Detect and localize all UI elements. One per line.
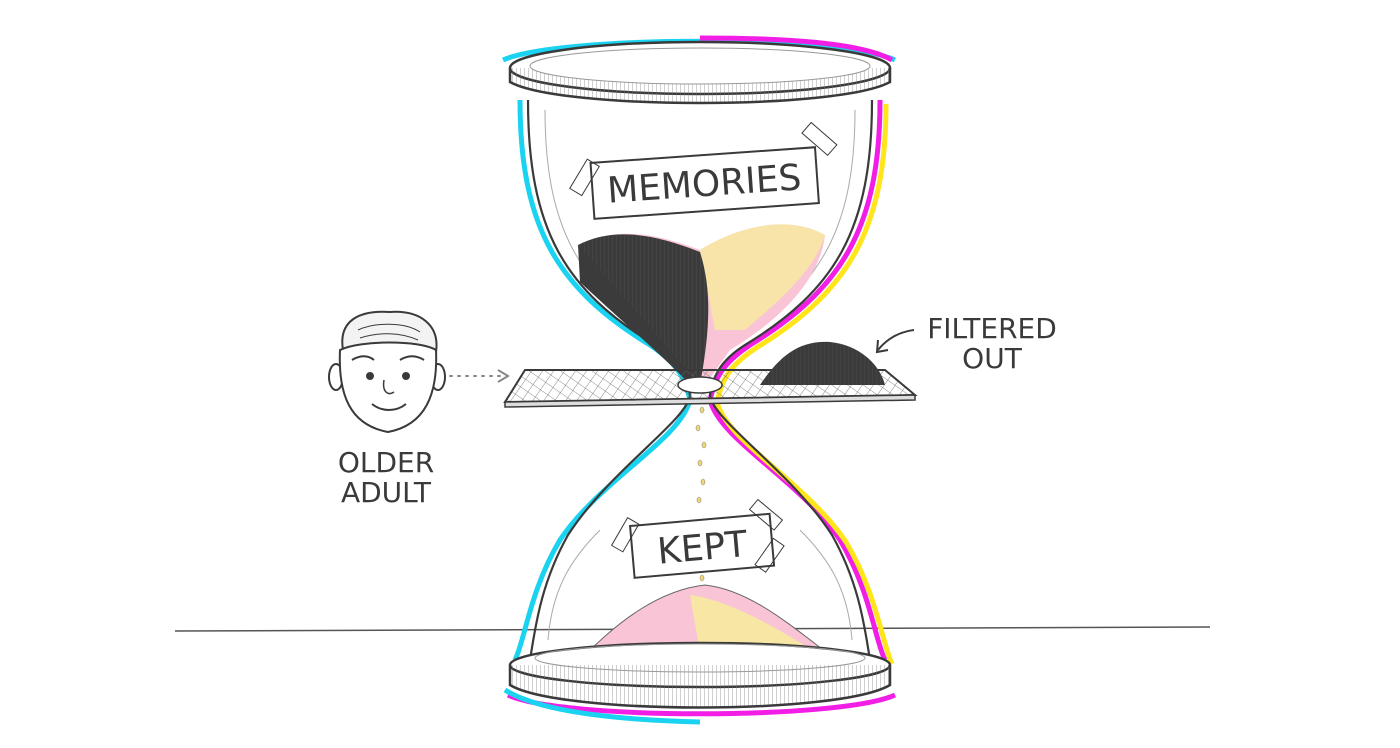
dotted-arrow-icon — [449, 369, 510, 383]
top-cap — [508, 40, 892, 105]
top-sand — [578, 224, 825, 385]
kept-tag: KEPT — [610, 498, 785, 579]
older-adult-face-icon — [328, 310, 446, 434]
older-adult-label-line1: OLDER — [338, 446, 434, 479]
falling-grains — [695, 406, 707, 582]
kept-label: KEPT — [656, 524, 750, 573]
bottom-cap — [508, 641, 892, 709]
filtered-out-label-line1: FILTERED — [927, 312, 1057, 345]
filtered-out-pile — [760, 341, 885, 385]
older-adult-label-line2: ADULT — [341, 476, 432, 509]
filtered-out-label-line2: OUT — [962, 342, 1023, 375]
bottom-sand — [583, 584, 832, 656]
memories-tag: MEMORIES — [569, 121, 838, 220]
curved-arrow-icon — [875, 329, 915, 354]
